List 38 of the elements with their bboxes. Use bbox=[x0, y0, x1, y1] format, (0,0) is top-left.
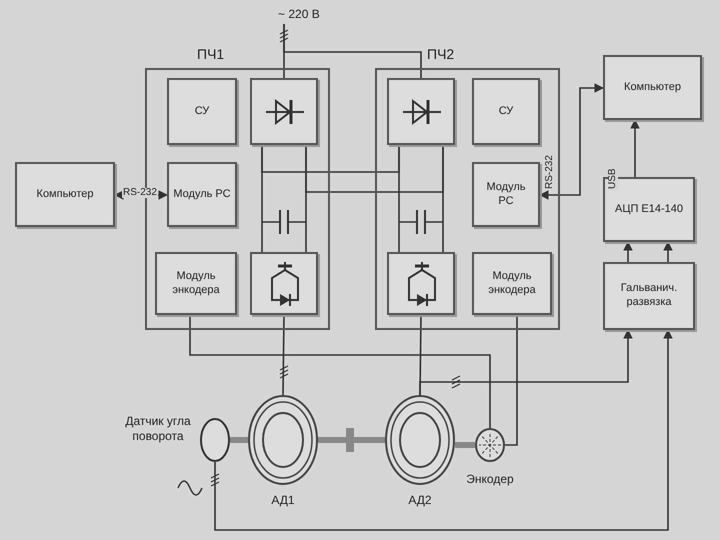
rectifier-box bbox=[387, 78, 455, 145]
edge-label: RS-232 bbox=[122, 188, 158, 198]
block-box: Гальванич. развязка bbox=[603, 262, 695, 330]
block-box: Компьютер bbox=[15, 162, 115, 227]
connector-line bbox=[630, 119, 640, 177]
connector-line bbox=[261, 145, 400, 173]
connector-line bbox=[282, 314, 285, 396]
connector-line bbox=[663, 241, 673, 262]
connector-line bbox=[419, 329, 633, 395]
connector-line bbox=[214, 329, 673, 531]
connector-line bbox=[283, 24, 422, 78]
component-label: АД2 bbox=[407, 492, 433, 508]
block-box: Модуль РС bbox=[167, 162, 237, 227]
converter-heading: ПЧ2 bbox=[427, 45, 454, 64]
rectifier-box bbox=[250, 78, 318, 145]
block-box: СУ bbox=[472, 78, 540, 145]
connector-line bbox=[189, 315, 491, 428]
edge-label: USB bbox=[608, 167, 618, 190]
block-box: Компьютер bbox=[603, 55, 702, 120]
block-box: Модуль энкодера bbox=[472, 252, 552, 315]
converter-heading: ПЧ1 bbox=[197, 45, 224, 64]
edge-label: RS-232 bbox=[545, 154, 555, 190]
component-label: Энкодер bbox=[465, 470, 515, 488]
inverter-box bbox=[387, 252, 455, 315]
shaft-line bbox=[230, 437, 248, 443]
connector-line bbox=[623, 241, 633, 262]
component-label: АД1 bbox=[270, 492, 296, 508]
shaft-line bbox=[318, 437, 385, 443]
block-box: СУ bbox=[167, 78, 237, 145]
connector-line bbox=[539, 83, 604, 200]
connector-line bbox=[505, 315, 518, 446]
component-label: Датчик угла поворота bbox=[124, 413, 192, 445]
inverter-box bbox=[250, 252, 318, 315]
block-box: Модуль РС bbox=[472, 162, 540, 227]
supply-label: ~ 220 В bbox=[278, 4, 348, 24]
shaft-line bbox=[455, 442, 475, 448]
block-box: Модуль энкодера bbox=[155, 252, 237, 315]
connector-line bbox=[305, 145, 444, 193]
